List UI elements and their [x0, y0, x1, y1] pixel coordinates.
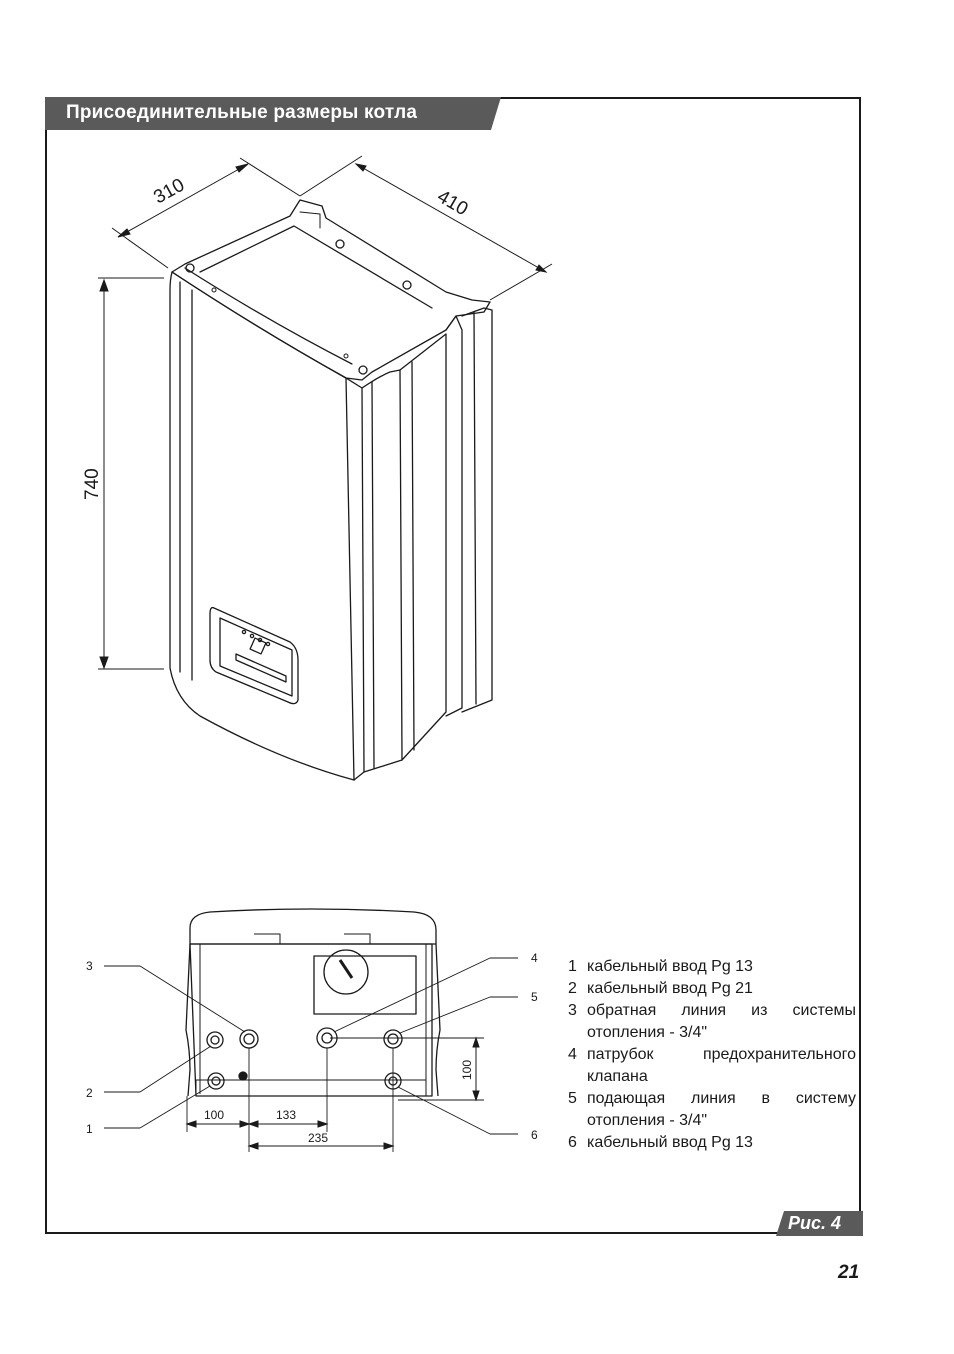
legend-item: 2 кабельный ввод Pg 21 — [568, 978, 856, 1000]
dimension-depth-label: 310 — [150, 175, 188, 209]
figure-label: Рис. 4 — [788, 1213, 842, 1233]
legend-number: 5 — [568, 1090, 577, 1107]
legend-item: 3 обратная линия из системы отопления - … — [568, 1000, 856, 1044]
dimension-235: 235 — [308, 1131, 328, 1145]
callout-2: 2 — [86, 1086, 93, 1100]
callout-5: 5 — [531, 990, 538, 1004]
legend-number: 1 — [568, 958, 577, 975]
title-tab-background — [45, 97, 501, 130]
dimension-133: 133 — [276, 1108, 296, 1122]
legend-text: кабельный ввод Pg 13 — [587, 958, 753, 975]
legend-list: 1 кабельный ввод Pg 13 2 кабельный ввод … — [568, 956, 856, 1154]
legend-item: 4 патрубок предохранительного клапана — [568, 1044, 856, 1088]
legend-item: 6 кабельный ввод Pg 13 — [568, 1132, 856, 1154]
callout-6: 6 — [531, 1128, 538, 1142]
figure-label-tab — [776, 1211, 863, 1236]
legend-item: 1 кабельный ввод Pg 13 — [568, 956, 856, 978]
legend-number: 3 — [568, 1002, 577, 1019]
callout-1: 1 — [86, 1122, 93, 1136]
legend-text: кабельный ввод Pg 21 — [587, 980, 753, 997]
legend-number: 4 — [568, 1046, 577, 1063]
legend-number: 6 — [568, 1134, 577, 1151]
legend-text: подающая линия в систему отопления - 3/4… — [587, 1090, 856, 1129]
callout-3: 3 — [86, 959, 93, 973]
legend-item: 5 подающая линия в систему отопления - 3… — [568, 1088, 856, 1132]
legend-text: патрубок предохранительного клапана — [587, 1046, 856, 1085]
section-title: Присоединительные размеры котла — [66, 102, 418, 123]
callout-4: 4 — [531, 951, 538, 965]
dimension-100-right: 100 — [460, 1060, 474, 1080]
dimension-height-label: 740 — [82, 468, 103, 500]
legend-number: 2 — [568, 980, 577, 997]
page-number: 21 — [838, 1262, 860, 1283]
legend-text: обратная линия из системы отопления - 3/… — [587, 1002, 856, 1041]
dimension-width-label: 410 — [434, 186, 472, 220]
dimension-100-left: 100 — [204, 1108, 224, 1122]
legend-text: кабельный ввод Pg 13 — [587, 1134, 753, 1151]
